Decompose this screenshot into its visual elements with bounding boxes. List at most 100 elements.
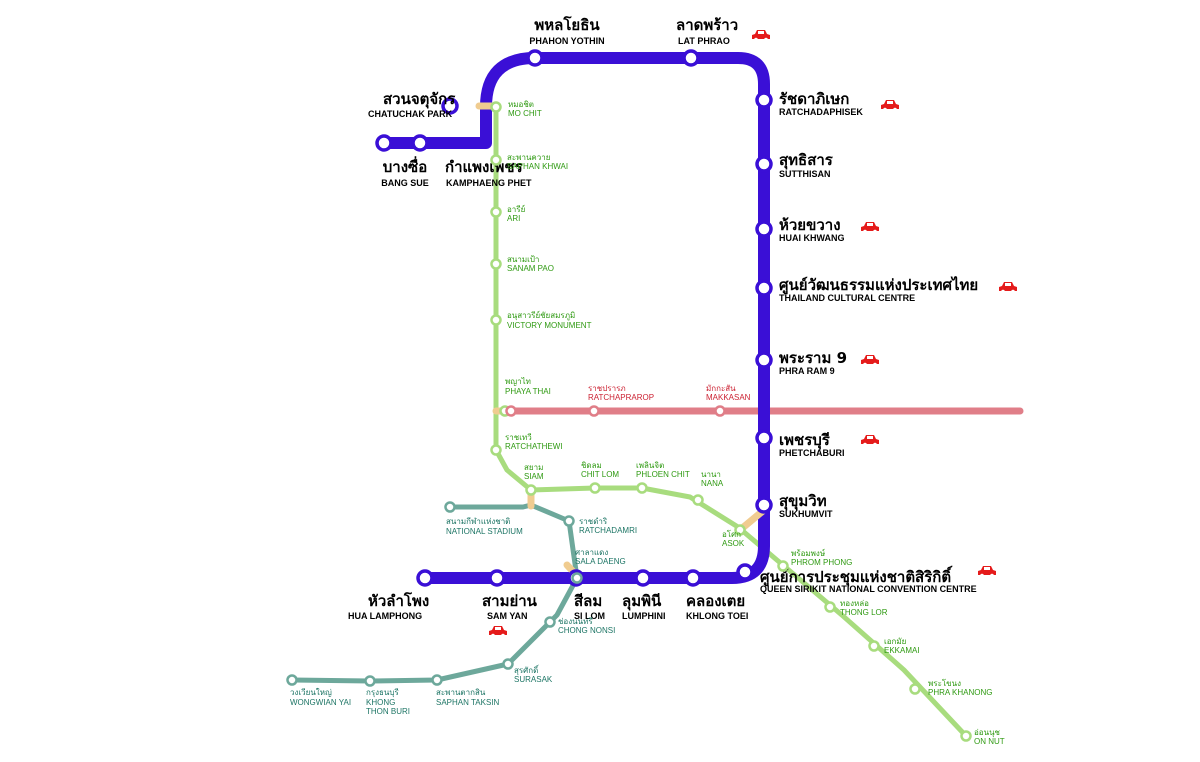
silom-station-wongwian-yai[interactable]: วงเวียนใหญ่WONGWIAN YAI bbox=[286, 674, 352, 708]
green-station-ekkamai-marker[interactable] bbox=[868, 640, 880, 652]
blue-station-hua-lamphong-marker[interactable] bbox=[416, 569, 434, 587]
green-station-phrom-phong-marker[interactable] bbox=[777, 560, 789, 572]
green-station-ratchathewi-marker[interactable] bbox=[490, 444, 502, 456]
green-station-thong-lor-marker[interactable] bbox=[824, 601, 836, 613]
blue-station-phetchaburi-marker[interactable] bbox=[755, 429, 773, 447]
silom-station-surasak[interactable]: สุรศักดิ์SURASAK bbox=[502, 658, 553, 685]
blue-station-phahon-yothin-marker[interactable] bbox=[526, 49, 544, 67]
blue-station-ratchadaphisek-marker[interactable] bbox=[755, 91, 773, 109]
blue-station-thailand-cultural-centre-marker[interactable] bbox=[755, 279, 773, 297]
green-station-asok-thai-label: อโศก bbox=[722, 529, 741, 539]
green-station-victory-monument[interactable]: อนุสาวรีย์ชัยสมรภูมิVICTORY MONUMENT bbox=[490, 310, 592, 330]
blue-station-phra-ram-9-marker[interactable] bbox=[755, 351, 773, 369]
blue-station-queen-sirikit-national-convention-centre-english-label: QUEEN SIRIKIT NATIONAL CONVENTION CENTRE bbox=[760, 584, 977, 594]
blue-station-khlong-toei-marker[interactable] bbox=[684, 569, 702, 587]
blue-station-huai-khwang-marker[interactable] bbox=[755, 220, 773, 238]
green-station-ari-marker[interactable] bbox=[490, 206, 502, 218]
silom-station-surasak-marker[interactable] bbox=[502, 658, 514, 670]
green-station-asok-english-label: ASOK bbox=[722, 539, 745, 548]
green-station-phrom-phong[interactable]: พร้อมพงษ์PHROM PHONG bbox=[777, 548, 853, 572]
silom-station-wongwian-yai-marker[interactable] bbox=[286, 674, 298, 686]
blue-station-phetchaburi[interactable]: เพชรบุรีPHETCHABURI bbox=[755, 429, 879, 458]
silom-station-saphan-taksin-marker[interactable] bbox=[431, 674, 443, 686]
blue-station-lat-phrao-marker[interactable] bbox=[682, 49, 700, 67]
airport-link-station-ratchaprarop-marker[interactable] bbox=[588, 405, 600, 417]
blue-station-sukhumvit-marker[interactable] bbox=[755, 496, 773, 514]
airport-station-phaya-thai-marker[interactable] bbox=[505, 405, 517, 417]
green-station-chit-lom-english-label: CHIT LOM bbox=[581, 470, 619, 479]
blue-station-kamphaeng-phet-marker[interactable] bbox=[411, 134, 429, 152]
green-station-nana-thai-label: นานา bbox=[701, 470, 721, 479]
green-station-chit-lom-marker[interactable] bbox=[589, 482, 601, 494]
green-station-phra-khanong-marker[interactable] bbox=[909, 683, 921, 695]
green-station-ari-english-label: ARI bbox=[507, 214, 520, 223]
green-station-mo-chit-marker[interactable] bbox=[490, 101, 502, 113]
silom-station-ratchadamri[interactable]: ราชดำริRATCHADAMRI bbox=[563, 515, 638, 536]
blue-station-chatuchak-park-marker[interactable] bbox=[441, 97, 459, 115]
green-station-mo-chit[interactable]: หมอชิตMO CHIT bbox=[490, 100, 542, 118]
silom-station-chong-nonsi-marker[interactable] bbox=[544, 616, 556, 628]
airport-station-phaya-thai[interactable] bbox=[505, 405, 517, 417]
green-station-phloen-chit-marker[interactable] bbox=[636, 482, 648, 494]
green-station-ratchathewi[interactable]: ราชเทวีRATCHATHEWI bbox=[490, 433, 563, 456]
green-station-siam-marker[interactable] bbox=[525, 484, 537, 496]
green-station-nana-marker[interactable] bbox=[692, 494, 704, 506]
blue-station-sam-yan-marker[interactable] bbox=[488, 569, 506, 587]
green-station-saphan-khwai-marker[interactable] bbox=[490, 154, 502, 166]
green-station-on-nut-marker[interactable] bbox=[960, 730, 972, 742]
green-station-on-nut[interactable]: อ่อนนุชON NUT bbox=[960, 728, 1005, 746]
car-park-icon bbox=[881, 100, 899, 113]
green-station-sanam-pao-marker[interactable] bbox=[490, 258, 502, 270]
blue-station-bang-sue-marker[interactable] bbox=[375, 134, 393, 152]
green-station-sanam-pao-thai-label: สนามเป้า bbox=[507, 255, 539, 264]
blue-station-queen-sirikit-national-convention-centre-marker[interactable] bbox=[736, 563, 754, 581]
blue-station-lumphini-marker[interactable] bbox=[634, 569, 652, 587]
airport-link-station-makkasan-marker[interactable] bbox=[714, 405, 726, 417]
silom-station-national-stadium-marker[interactable] bbox=[444, 501, 456, 513]
silom-station-khong-thon-buri-marker[interactable] bbox=[364, 675, 376, 687]
car-park-icon bbox=[752, 30, 770, 43]
green-station-victory-monument-marker[interactable] bbox=[490, 314, 502, 326]
silom-station-sala-daeng-marker[interactable] bbox=[571, 572, 583, 584]
blue-station-lumphini[interactable]: ลุมพินีLUMPHINI bbox=[622, 569, 666, 621]
blue-line bbox=[378, 52, 770, 584]
blue-station-sutthisan-marker[interactable] bbox=[755, 155, 773, 173]
silom-station-ratchadamri-marker[interactable] bbox=[563, 515, 575, 527]
blue-station-khlong-toei-english-label: KHLONG TOEI bbox=[686, 611, 748, 621]
green-station-asok-marker[interactable] bbox=[734, 524, 746, 536]
green-station-sanam-pao-english-label: SANAM PAO bbox=[507, 264, 554, 273]
green-station-ari[interactable]: อารีย์ARI bbox=[490, 204, 526, 223]
blue-station-queen-sirikit-national-convention-centre[interactable]: ศูนย์การประชุมแห่งชาติสิริกิติ์QUEEN SIR… bbox=[736, 563, 996, 594]
silom-station-chong-nonsi[interactable]: ช่องนนทรีCHONG NONSI bbox=[544, 616, 616, 635]
silom-station-national-stadium[interactable]: สนามกีฬาแห่งชาติNATIONAL STADIUM bbox=[444, 501, 524, 537]
